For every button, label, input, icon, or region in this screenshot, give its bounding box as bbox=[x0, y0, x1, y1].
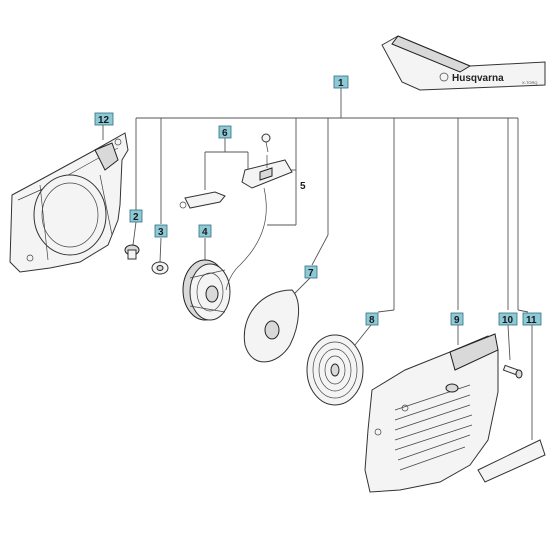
part-3-washer bbox=[151, 261, 169, 275]
callout-12: 12 bbox=[94, 112, 114, 126]
husqvarna-decal: Husqvarna X-TORQ bbox=[381, 35, 546, 91]
svg-text:4: 4 bbox=[202, 227, 208, 238]
part-2-screw bbox=[124, 244, 140, 260]
part-9-cover bbox=[364, 333, 499, 493]
part-12-housing bbox=[9, 132, 129, 273]
svg-text:12: 12 bbox=[98, 115, 110, 126]
svg-text:8: 8 bbox=[369, 315, 375, 326]
callout-6: 6 bbox=[218, 125, 232, 139]
callout-10: 10 bbox=[498, 312, 518, 326]
callout-2: 2 bbox=[129, 209, 143, 223]
svg-text:7: 7 bbox=[308, 268, 314, 279]
part-6-handle bbox=[179, 133, 293, 291]
svg-text:10: 10 bbox=[502, 315, 514, 326]
svg-text:3: 3 bbox=[158, 227, 164, 238]
callout-7: 7 bbox=[304, 265, 318, 279]
svg-text:2: 2 bbox=[133, 212, 139, 223]
callout-5-label: 5 bbox=[300, 181, 306, 192]
part-11-decal bbox=[477, 439, 546, 483]
callout-4: 4 bbox=[198, 224, 212, 238]
svg-text:11: 11 bbox=[526, 315, 537, 326]
callout-11: 11 bbox=[522, 312, 542, 326]
callout-9: 9 bbox=[450, 312, 464, 326]
svg-text:6: 6 bbox=[222, 128, 228, 139]
svg-text:9: 9 bbox=[454, 315, 460, 326]
svg-text:1: 1 bbox=[338, 78, 344, 89]
callout-8: 8 bbox=[365, 312, 379, 326]
part-8-spring bbox=[306, 334, 364, 406]
model-text: X-TORQ bbox=[522, 80, 537, 85]
callout-1: 1 bbox=[333, 75, 349, 89]
callout-3: 3 bbox=[154, 224, 168, 238]
part-10-bolt bbox=[502, 364, 523, 379]
brand-text: Husqvarna bbox=[452, 73, 504, 84]
part-7-disc bbox=[243, 289, 299, 363]
part-4-pulley bbox=[182, 259, 231, 321]
